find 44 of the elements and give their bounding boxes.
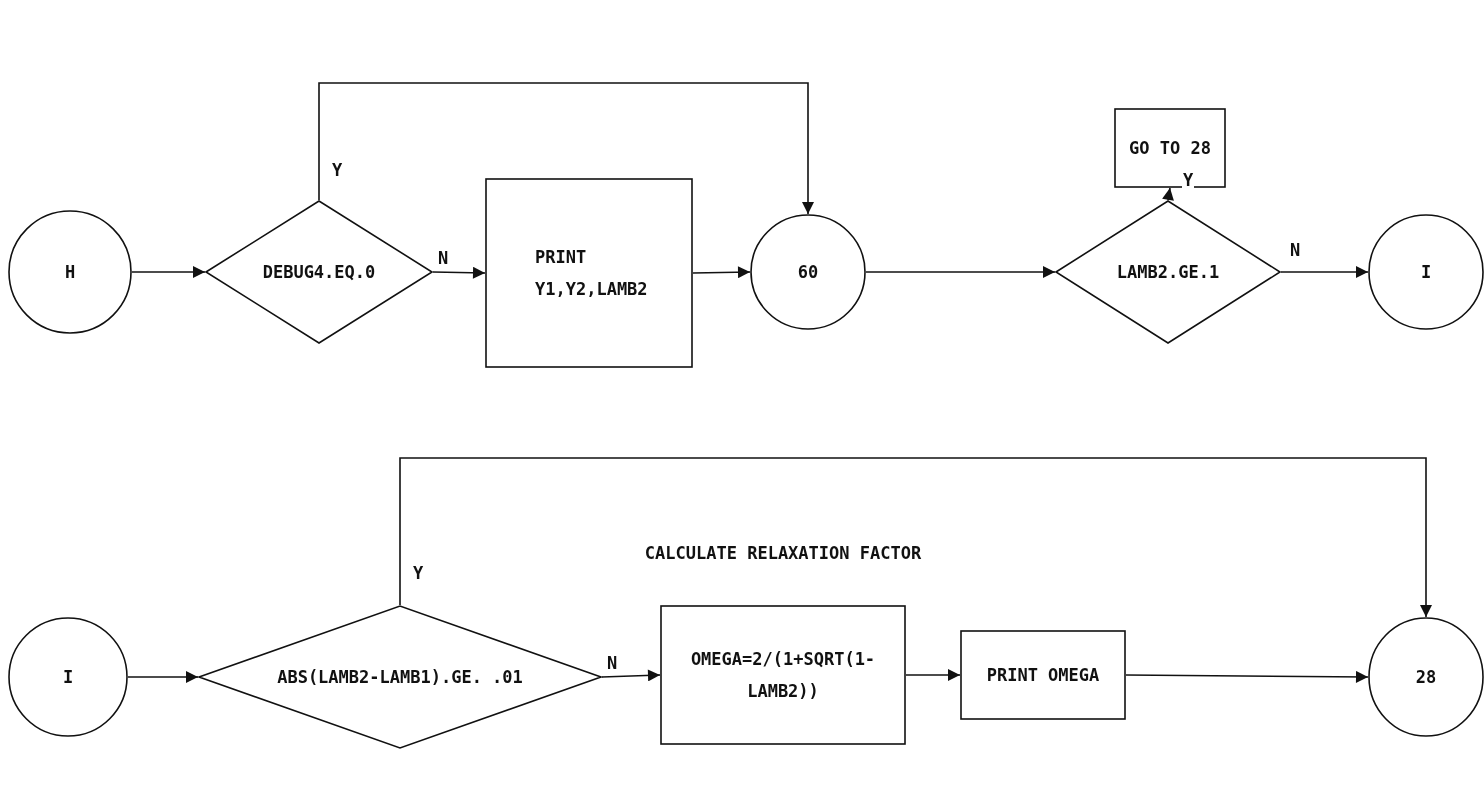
arrow xyxy=(865,266,1056,278)
edge-label: N xyxy=(606,655,619,672)
arrow xyxy=(692,266,751,279)
arrow xyxy=(1162,187,1174,201)
box-heading: CALCULATE RELAXATION FACTOR xyxy=(643,542,923,565)
arrow xyxy=(1280,266,1369,278)
node-text: PRINT OMEGA xyxy=(985,663,1101,687)
arrow xyxy=(318,82,814,215)
connector-circle xyxy=(1368,617,1484,737)
edge-label: N xyxy=(437,250,450,267)
decision-diamond xyxy=(1055,200,1281,344)
node-text: 60 xyxy=(796,260,820,284)
node-text: ABS(LAMB2-LAMB1).GE. .01 xyxy=(276,665,524,689)
node-text: I xyxy=(1419,260,1433,284)
arrow xyxy=(1125,670,1369,683)
edge-label: Y xyxy=(1182,172,1195,189)
connector-circle xyxy=(750,214,866,330)
node-text: GO TO 28 xyxy=(1128,136,1212,160)
arrow xyxy=(127,671,199,683)
connector-circle xyxy=(1368,214,1484,330)
process-box xyxy=(485,178,693,368)
node-text: LAMB2.GE.1 xyxy=(1115,260,1221,284)
process-box xyxy=(1114,108,1226,188)
node-text: PRINT xyxy=(534,245,588,269)
arrow xyxy=(905,669,961,681)
node-text: DEBUG4.EQ.0 xyxy=(261,260,377,284)
arrow xyxy=(432,266,486,279)
connector-circle xyxy=(8,210,132,334)
arrow xyxy=(131,266,206,278)
process-box xyxy=(960,630,1126,720)
edge-label: Y xyxy=(331,162,344,179)
node-text: Y1,Y2,LAMB2 xyxy=(534,278,649,301)
node-text: I xyxy=(61,665,75,689)
process-box xyxy=(660,605,906,745)
node-text: OMEGA=2/(1+SQRT(1- LAMB2)) xyxy=(689,647,877,703)
arrow xyxy=(399,457,1432,618)
node-text: 28 xyxy=(1414,665,1438,689)
edge-label: Y xyxy=(412,565,425,582)
arrow xyxy=(601,669,661,682)
edge-label: N xyxy=(1289,242,1302,259)
decision-diamond xyxy=(198,605,602,749)
node-text: H xyxy=(63,260,77,284)
decision-diamond xyxy=(205,200,433,344)
connector-circle xyxy=(8,617,128,737)
